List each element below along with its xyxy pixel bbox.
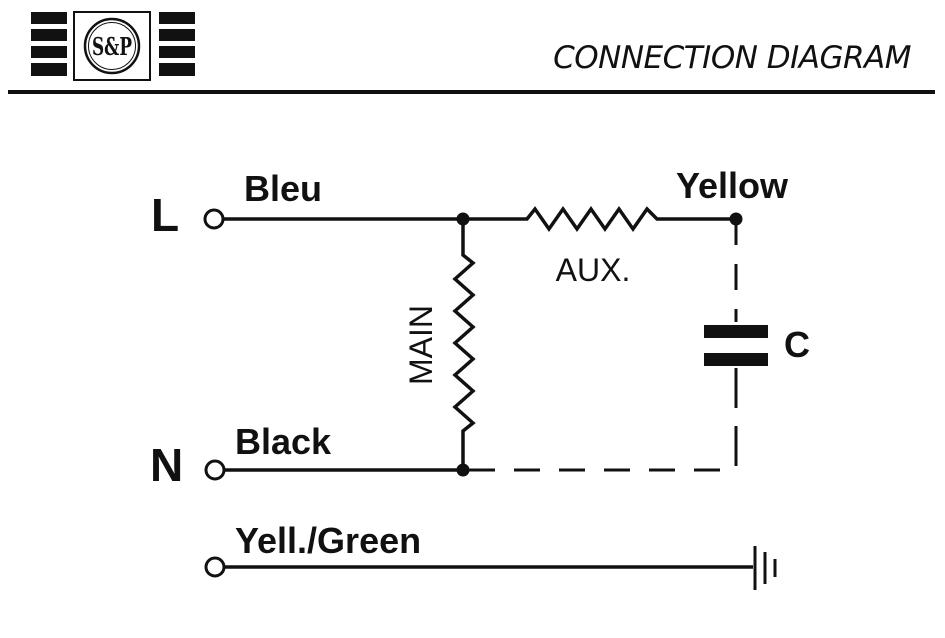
capacitor-plate-bottom: [704, 353, 768, 366]
earth-wire-color-label: Yell./Green: [235, 520, 421, 561]
aux-winding-label: AUX.: [556, 252, 631, 288]
terminal-label-n: N: [150, 439, 183, 491]
terminal-label-l: L: [151, 189, 179, 241]
terminal-earth: [204, 556, 226, 578]
logo-circle: [83, 17, 141, 75]
neutral-wire-color-label: Black: [235, 421, 332, 462]
logo-left-bar-3: [31, 46, 67, 58]
page-title: CONNECTION DIAGRAM: [553, 40, 911, 76]
ground-icon: [753, 546, 777, 590]
capacitor-label: C: [784, 324, 810, 365]
logo-left-bar-2: [31, 29, 67, 41]
logo-right-bar-2: [159, 29, 195, 41]
terminal-n: [204, 459, 226, 481]
sp-logo: S&P: [31, 11, 195, 81]
logo-left-bar-1: [31, 12, 67, 24]
logo-left-bar-4: [31, 63, 67, 76]
main-winding: [452, 219, 476, 470]
terminal-l: [203, 208, 225, 230]
logo-right-bar-1: [159, 12, 195, 24]
logo-right-bar-4: [159, 63, 195, 76]
logo-text: S&P: [92, 32, 132, 61]
logo-right-bar-3: [159, 46, 195, 58]
main-winding-label: MAIN: [403, 305, 439, 385]
line-wire-color-label: Bleu: [244, 168, 322, 209]
logo-inner-circle: [88, 22, 136, 70]
aux-wire-color-label: Yellow: [676, 165, 789, 206]
aux-winding: [463, 205, 736, 233]
capacitor-plate-top: [704, 325, 768, 338]
